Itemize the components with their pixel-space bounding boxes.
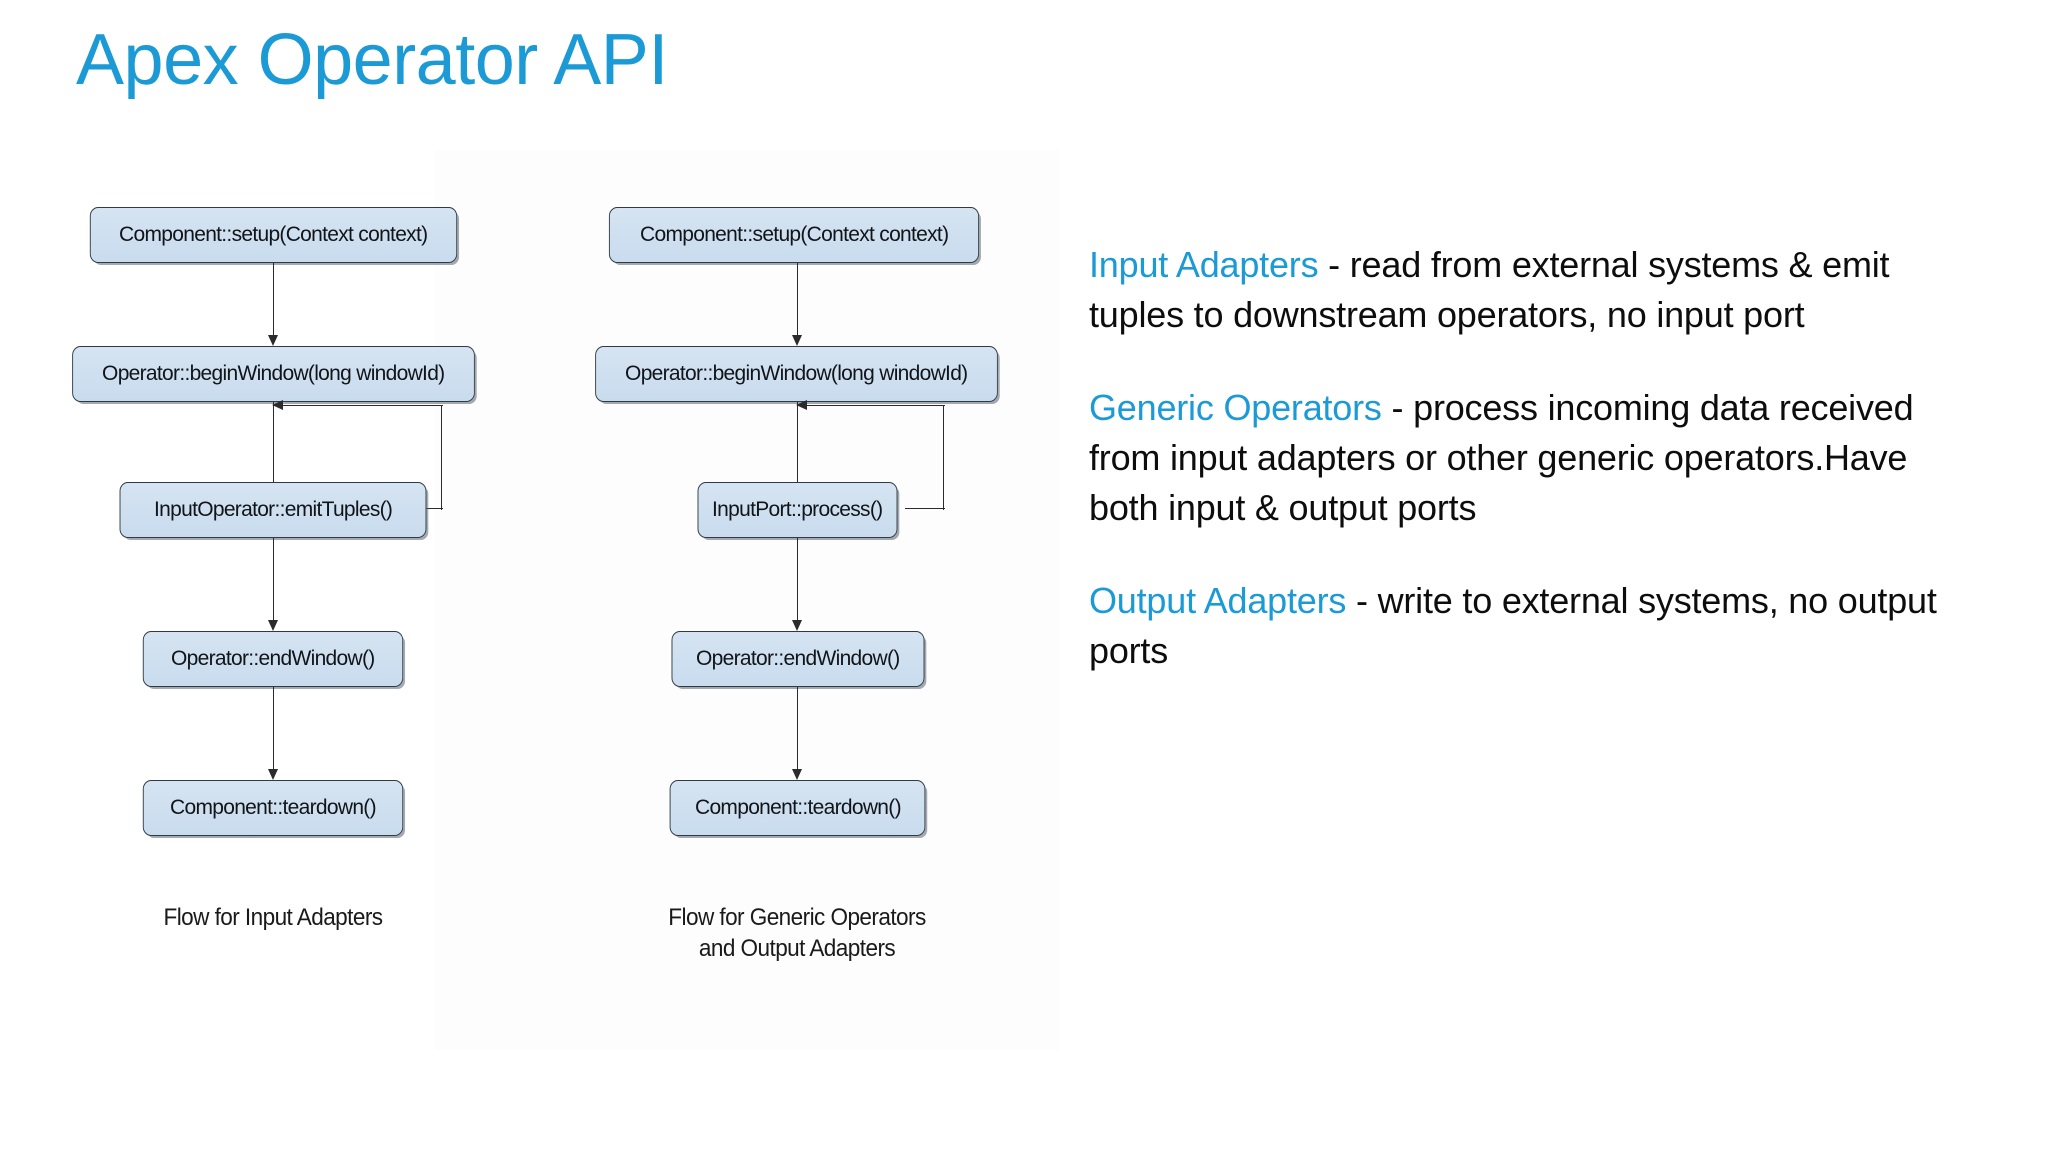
bullet-output-adapters-lead: Output Adapters: [1089, 580, 1347, 622]
bullet-input-adapters: Input Adapters - read from external syst…: [1089, 240, 1969, 339]
flow2-connector-beginwindow-to-process: [797, 402, 798, 507]
flow2-step-endwindow[interactable]: Operator::endWindow(): [671, 631, 925, 687]
flow1-loop-top-segment: [395, 405, 443, 406]
flow2-loop-right-segment: [943, 405, 944, 510]
flow2-caption: Flow for Generic Operators and Output Ad…: [647, 903, 948, 964]
flow1-step-teardown[interactable]: Component::teardown(): [142, 780, 404, 836]
flow1-arrowhead-teardown: [268, 769, 278, 780]
flow1-loop-arrowhead: [272, 400, 283, 410]
flow1-arrowhead-beginwindow: [268, 335, 278, 346]
flow2-connector-endwindow-to-teardown: [797, 687, 798, 776]
flow1-arrowhead-endwindow: [268, 620, 278, 631]
flow2-caption-line2: and Output Adapters: [698, 934, 896, 962]
bullet-output-adapters: Output Adapters - write to external syst…: [1089, 576, 1969, 675]
flow1-step-setup[interactable]: Component::setup(Context context): [89, 207, 458, 263]
bullet-generic-operators-text: - process incoming data received from in…: [1089, 387, 1914, 528]
bullet-generic-operators-lead: Generic Operators: [1089, 387, 1382, 429]
flow2-arrowhead-beginwindow: [792, 335, 802, 346]
flow1-connector-endwindow-to-teardown: [273, 687, 274, 776]
adapter-descriptions: Input Adapters - read from external syst…: [1089, 240, 1969, 676]
flow2-loop-return-segment: [797, 405, 907, 406]
flow2-loop-top-segment: [905, 405, 945, 406]
flow1-connector-beginwindow-to-emittuples: [273, 402, 274, 507]
flow1-step-beginwindow[interactable]: Operator::beginWindow(long windowId): [72, 346, 475, 402]
bullet-input-adapters-text: - read from external systems & emit tupl…: [1089, 244, 1890, 335]
bullet-output-adapters-text: - write to external systems, no output p…: [1089, 580, 1937, 672]
flow1-connector-emittuples-to-endwindow: [273, 538, 274, 627]
page-title: Apex Operator API: [76, 20, 668, 100]
flow2-step-teardown[interactable]: Component::teardown(): [669, 780, 926, 836]
flow1-caption: Flow for Input Adapters: [163, 904, 383, 931]
flow2-connector-process-to-endwindow: [797, 538, 798, 627]
flow2-loop-bottom-segment: [905, 508, 945, 509]
flow2-connector-setup-to-beginwindow: [797, 263, 798, 342]
flow2-step-setup[interactable]: Component::setup(Context context): [608, 207, 980, 263]
flow2-arrowhead-endwindow: [792, 620, 802, 631]
flow1-loop-right-segment: [441, 405, 442, 510]
flow2-caption-line1: Flow for Generic Operators: [668, 904, 926, 931]
flow1-loop-return-segment: [273, 405, 398, 406]
flow2-step-process[interactable]: InputPort::process(): [697, 482, 898, 538]
bullet-generic-operators: Generic Operators - process incoming dat…: [1089, 383, 1969, 532]
flow2-arrowhead-teardown: [792, 769, 802, 780]
flow2-step-beginwindow[interactable]: Operator::beginWindow(long windowId): [595, 346, 998, 402]
flow1-step-emittuples[interactable]: InputOperator::emitTuples(): [119, 482, 427, 538]
operator-api-flow-diagram: Component::setup(Context context) Operat…: [0, 150, 1060, 1050]
flow1-step-endwindow[interactable]: Operator::endWindow(): [142, 631, 404, 687]
diagram-background-band: [435, 150, 1060, 1050]
bullet-input-adapters-lead: Input Adapters: [1089, 244, 1319, 285]
flow2-loop-arrowhead: [796, 400, 807, 410]
flow1-connector-setup-to-beginwindow: [273, 263, 274, 342]
